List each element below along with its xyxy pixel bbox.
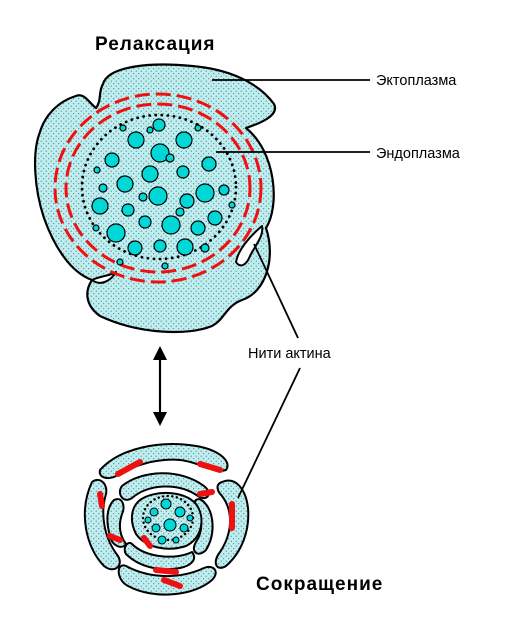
granule	[176, 238, 194, 256]
granule	[121, 203, 135, 217]
relaxed-notch-right	[235, 225, 264, 267]
granule	[150, 143, 170, 163]
granule	[172, 536, 180, 544]
granule	[144, 516, 152, 524]
relaxation-title: Релаксация	[95, 34, 215, 55]
relaxed-granules	[91, 118, 236, 270]
granule	[163, 518, 177, 532]
granule	[175, 131, 193, 149]
granule	[179, 523, 189, 533]
granule	[186, 514, 194, 522]
granule	[200, 243, 210, 253]
granule	[194, 124, 202, 132]
granule	[190, 220, 206, 236]
actin-band-7	[197, 489, 215, 497]
contraction-title: Сокращение	[256, 574, 383, 595]
granule	[161, 262, 169, 270]
endoplasm-boundary	[80, 113, 238, 261]
granule	[148, 186, 168, 206]
granule	[165, 153, 175, 163]
granule	[174, 506, 186, 518]
actin-ring-outer	[53, 92, 263, 284]
actin-leader-upper	[253, 243, 299, 339]
granule	[157, 535, 167, 545]
granule	[151, 523, 161, 533]
granule	[201, 156, 217, 172]
actin-label: Нити актина	[248, 346, 332, 362]
granule	[176, 165, 190, 179]
contracted-lobe-inner-bottom	[123, 542, 196, 571]
endoplasm-label: Эндоплазма	[376, 146, 461, 162]
actin-band-9	[161, 577, 183, 589]
contracted-lobe-left	[83, 478, 121, 571]
granule	[93, 166, 101, 174]
granule	[146, 126, 154, 134]
granule	[153, 239, 167, 253]
granule	[138, 192, 148, 202]
granule	[116, 258, 124, 266]
granule	[175, 207, 185, 217]
granule	[218, 184, 230, 196]
granule	[152, 118, 166, 132]
granule	[127, 240, 143, 256]
actin-band-6	[141, 535, 153, 549]
granule	[138, 215, 152, 229]
granule	[98, 183, 108, 193]
actin-band-3	[97, 491, 105, 509]
granule	[161, 215, 181, 235]
granule	[141, 165, 159, 183]
granule	[179, 193, 195, 209]
leader-lines	[212, 79, 370, 499]
actin-band-2	[197, 461, 223, 473]
actin-ring-inner	[64, 102, 252, 274]
actin-band-5	[107, 533, 123, 543]
granule	[106, 223, 126, 243]
relaxed-notch-left	[91, 271, 117, 284]
granule	[228, 201, 236, 209]
actin-band-1	[115, 459, 143, 477]
granule	[92, 224, 100, 232]
granule	[104, 152, 120, 168]
granule	[91, 197, 109, 215]
transition-arrow-icon	[153, 346, 167, 426]
granule	[116, 175, 134, 193]
contracted-granules	[144, 498, 194, 545]
granule	[127, 131, 145, 149]
granule	[149, 507, 159, 517]
actin-band-8	[153, 567, 179, 575]
actin-leader-lower	[237, 367, 301, 499]
granule	[207, 210, 223, 226]
contracted-actin-filaments	[97, 459, 235, 589]
granule	[160, 498, 172, 510]
granule	[119, 124, 127, 132]
ectoplasm-label: Эктоплазма	[376, 73, 457, 89]
granule	[195, 183, 215, 203]
